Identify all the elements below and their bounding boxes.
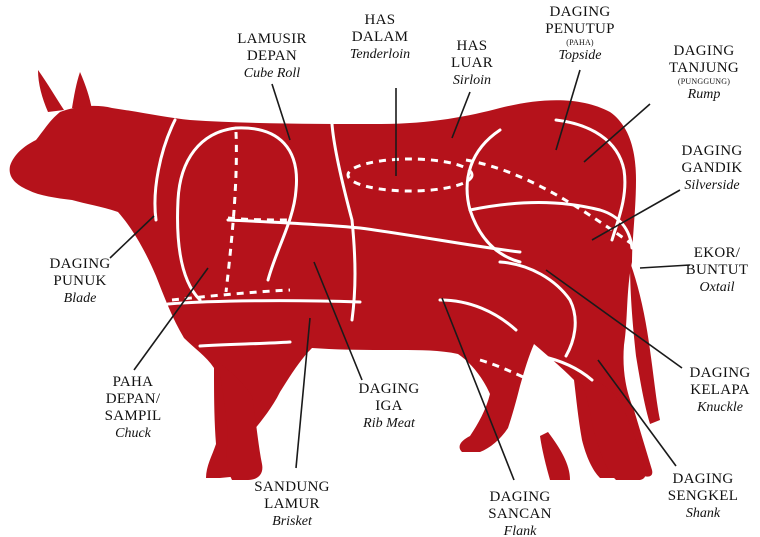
horn-front: [72, 72, 92, 110]
label-tanjung: DAGING TANJUNG (PUNGGUNG) Rump: [669, 43, 739, 103]
label-lamusir: LAMUSIR DEPAN Cube Roll: [237, 31, 307, 82]
label-gandik: DAGING GANDIK Silverside: [682, 143, 743, 194]
label-sandung: SANDUNG LAMUR Brisket: [254, 479, 329, 530]
horn-back: [38, 70, 64, 112]
label-iga: DAGING IGA Rib Meat: [359, 381, 420, 432]
label-penutup: DAGING PENUTUP (PAHA) Topside: [545, 4, 615, 64]
label-ekor: EKOR/ BUNTUT Oxtail: [686, 245, 749, 296]
label-has-luar: HAS LUAR Sirloin: [451, 38, 493, 89]
label-punuk: DAGING PUNUK Blade: [50, 256, 111, 307]
leader-ekor: [640, 265, 690, 268]
label-has-dalam: HAS DALAM Tenderloin: [350, 12, 410, 63]
label-sancan: DAGING SANCAN Flank: [488, 489, 551, 537]
tail: [630, 262, 660, 424]
label-sengkel: DAGING SENGKEL Shank: [668, 471, 738, 522]
rear-hoof: [540, 432, 570, 480]
label-kelapa: DAGING KELAPA Knuckle: [690, 365, 751, 416]
label-paha-depan: PAHA DEPAN/ SAMPIL Chuck: [105, 374, 162, 442]
